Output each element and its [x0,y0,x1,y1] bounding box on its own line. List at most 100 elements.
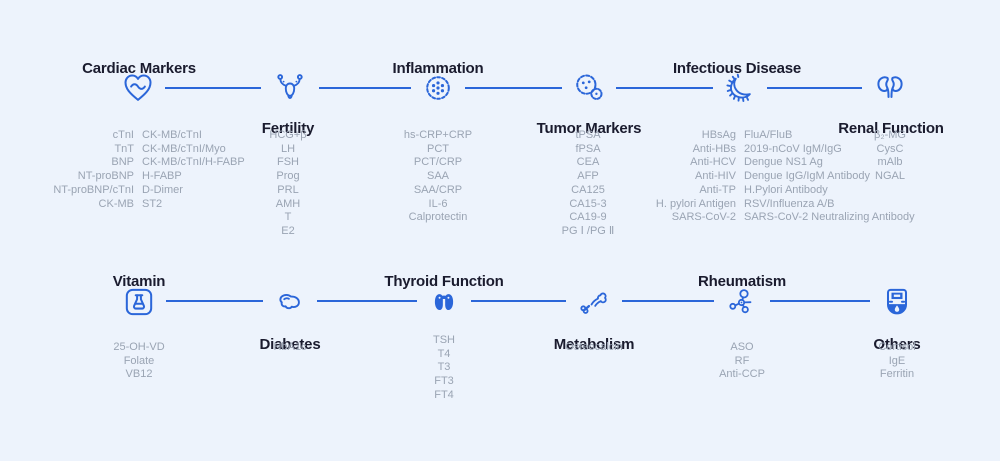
marker-item: AFP [577,170,599,183]
marker-item: Anti-HCV [690,156,736,169]
marker-item: FluA/FluB [744,129,793,141]
marker-item: Cortisol [878,341,916,353]
bacteria-icon [713,70,767,106]
marker-item: β₂-MG [874,129,906,141]
marker-item: ST2 [142,197,163,210]
row2-connector-line [132,300,894,302]
group-title: Renal Function [838,120,944,138]
row1-connector-line [130,87,888,89]
marker-item: Anti-CCP [719,368,765,381]
marker-item: 25-OH-VD [113,341,165,353]
marker-item: CA125 [571,183,605,196]
group-title: Tumor Markers [536,120,642,138]
heart-pulse-icon [111,70,165,106]
marker-item: SAA [426,170,449,183]
marker-item: SARS-CoV-2 [671,211,736,224]
marker-item: H-FABP [142,170,182,183]
group-title: Fertility [261,120,315,138]
marker-item: Osteocalcin [565,341,623,353]
marker-item: RF [734,354,750,367]
marker-item: E2 [281,224,295,237]
marker-item: NT-proBNP/cTnI [53,183,134,196]
marker-item: tPSA [575,129,601,141]
marker-item: HbA1c [273,341,307,353]
group-title: Others [873,336,921,354]
marker-item: Dengue NS1 Ag [744,156,823,169]
marker-item: CA19-9 [569,211,607,224]
marker-item: NT-proBNP [77,170,134,183]
marker-item: FSH [276,156,299,169]
marker-list-diabetes: HbA1c [273,341,306,355]
marker-item: FT4 [434,388,454,401]
marker-item: Calprotectin [408,211,468,224]
group-title: Rheumatism [697,273,787,291]
marker-item: Folate [123,354,155,367]
marker-item: ASO [730,341,754,353]
marker-item: cTnI [112,129,134,141]
group-title: Metabolism [553,336,635,354]
marker-item: CysC [876,142,904,155]
marker-item: CA15-3 [569,197,607,210]
marker-item: PG Ⅰ /PG Ⅱ [561,224,615,237]
marker-item: IL-6 [428,197,448,210]
kidneys-icon [862,68,918,106]
marker-item: RSV/Influenza A/B [744,197,835,210]
group-title: Inflammation [392,60,484,78]
group-title: Cardiac Markers [82,60,196,78]
marker-item: H. pylori Antigen [655,197,736,210]
marker-item: H.Pylori Antibody [744,183,828,196]
marker-item: VB12 [125,368,153,381]
marker-item: HBsAg [701,129,736,141]
marker-item: 2019-nCoV IgM/IgG [744,142,842,155]
marker-item: TSH [433,334,455,346]
marker-item: SAA/CRP [413,183,463,196]
analyzer-device-icon [870,284,924,320]
marker-item: PCT [427,142,449,155]
marker-item: Prog [276,170,300,183]
marker-item: PRL [277,183,299,196]
marker-item: HCG+β [269,129,307,141]
marker-item: CK-MB/cTnI/H-FABP [142,156,245,169]
marker-item: CEA [576,156,600,169]
marker-item: LH [280,142,296,155]
group-title: Vitamin [112,273,166,291]
marker-item: IgE [888,354,906,367]
group-title: Diabetes [259,336,321,354]
marker-item: CK-MB/cTnI [142,129,202,141]
marker-item: Anti-HBs [692,142,736,155]
marker-item: fPSA [575,142,601,155]
bone-joint-icon [566,285,622,319]
pancreas-icon [263,284,317,320]
marker-item: D-Dimer [142,183,183,196]
marker-item: AMH [275,197,301,210]
marker-item: T3 [437,361,451,374]
marker-item: FT3 [434,375,454,388]
virus-icon [411,70,465,106]
thyroid-icon [417,284,471,320]
marker-item: SARS-CoV-2 Neutralizing Antibody [744,211,915,224]
marker-item: PCT/CRP [413,156,463,169]
group-title: Thyroid Function [384,273,504,291]
marker-item: T4 [437,347,451,360]
marker-item: NGAL [875,170,905,183]
marker-item: TnT [114,142,134,155]
marker-item: hs-CRP+CRP [403,129,473,141]
marker-item: CK-MB/cTnI/Myo [142,142,226,155]
marker-item: BNP [111,156,134,169]
marker-item: mAlb [877,156,903,169]
tumor-cells-icon [562,70,616,106]
marker-item: Anti-HIV [695,170,736,183]
